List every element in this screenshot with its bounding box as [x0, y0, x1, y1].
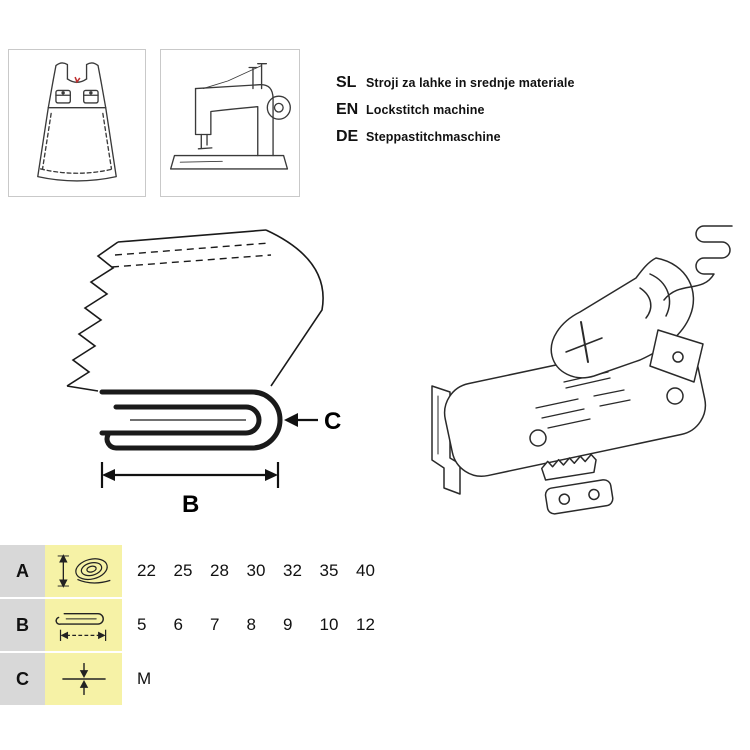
- row-letter: A: [0, 545, 45, 597]
- value: 28: [210, 561, 229, 580]
- value: 8: [246, 615, 256, 634]
- table-row-b: B 5 6 7 8: [0, 599, 750, 651]
- lang-text: Lockstitch machine: [366, 103, 485, 117]
- lang-row-sl: SL Stroji za lahke in srednje materiale: [336, 74, 575, 92]
- material-thickness-icon: [61, 663, 106, 695]
- dimension-label-b: B: [182, 491, 199, 518]
- value: 25: [173, 561, 193, 580]
- folded-binding-width-icon: [54, 613, 106, 641]
- screw-hole: [666, 387, 684, 405]
- dimension-label-c: C: [324, 408, 341, 435]
- row-icon-cell: [45, 545, 122, 597]
- fold-schematic: C B: [66, 229, 341, 518]
- value: 12: [356, 615, 375, 634]
- value: 10: [319, 615, 339, 634]
- language-descriptions: SL Stroji za lahke in srednje materiale …: [336, 74, 575, 155]
- value: 40: [356, 561, 375, 580]
- lang-code: EN: [336, 101, 359, 118]
- lang-text: Stroji za lahke in srednje materiale: [366, 76, 575, 90]
- lang-text: Steppastitchmaschine: [366, 130, 501, 144]
- red-tag-detail: [74, 76, 81, 84]
- sewing-machine-illustration: [169, 62, 291, 170]
- value: 22: [137, 561, 156, 580]
- value: 32: [283, 561, 302, 580]
- value: 7: [210, 615, 220, 634]
- row-values: M: [122, 653, 750, 705]
- lang-code: SL: [336, 74, 357, 91]
- row-letter: B: [0, 599, 45, 651]
- binder-attachment-diagram: [398, 210, 738, 525]
- screw-hole: [529, 429, 547, 447]
- value: 5: [137, 615, 147, 634]
- binder-attachment-illustration: [431, 225, 733, 515]
- tape-guide-wire: [663, 225, 733, 301]
- lang-row-en: EN Lockstitch machine: [336, 101, 575, 119]
- table-row-c: C M: [0, 653, 750, 705]
- row-letter: C: [0, 653, 45, 705]
- value: 30: [246, 561, 266, 580]
- tape-roll-icon: [57, 554, 110, 588]
- dress-illustration: [37, 62, 117, 182]
- row-icon-cell: [45, 599, 122, 651]
- lang-code: DE: [336, 128, 359, 145]
- table-row-a: A 22 25: [0, 545, 750, 597]
- value: M: [137, 669, 152, 688]
- row-icon-cell: [45, 653, 122, 705]
- b-arrowhead-left: [102, 469, 115, 481]
- garment-thumbnail: [8, 49, 146, 197]
- feed-dog: [540, 453, 597, 481]
- value: 9: [283, 615, 293, 634]
- lang-row-de: DE Steppastitchmaschine: [336, 128, 575, 146]
- row-values: 22 25 28 30 32 35 40: [122, 545, 750, 597]
- row-values: 5 6 7 8 9 10 12: [122, 599, 750, 651]
- value: 6: [173, 615, 183, 634]
- mounting-bracket: [649, 329, 704, 383]
- machine-thumbnail: [160, 49, 300, 197]
- needle: [580, 321, 589, 363]
- c-arrowhead: [284, 413, 298, 427]
- binding-fold-diagram: C B: [18, 220, 348, 525]
- screw-plate: [544, 479, 614, 515]
- value: 35: [319, 561, 339, 580]
- b-arrowhead-right: [265, 469, 278, 481]
